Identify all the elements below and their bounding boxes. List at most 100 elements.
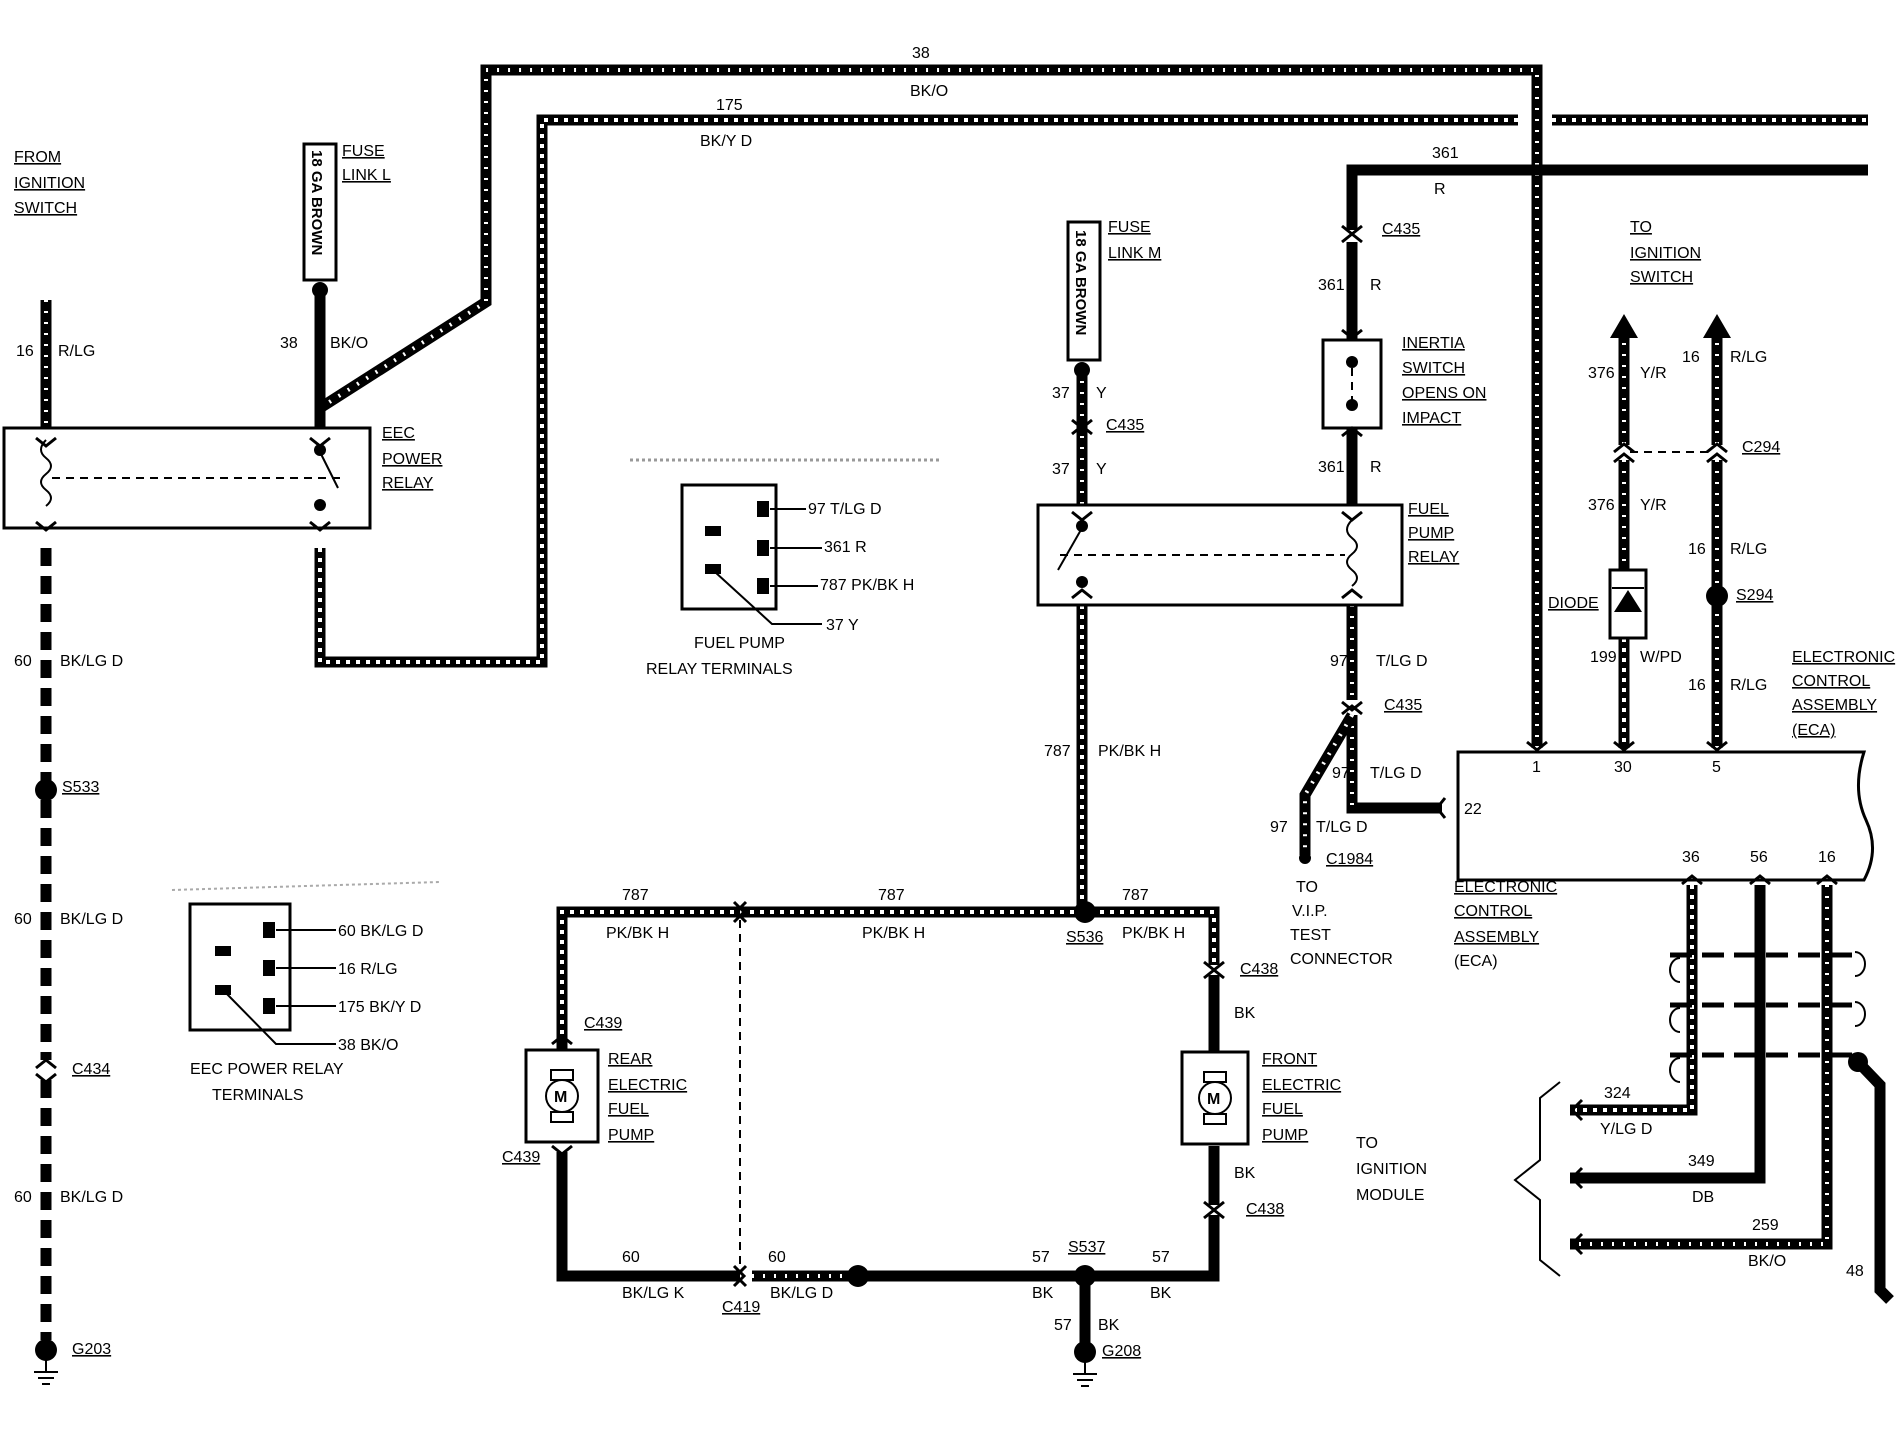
label-s533: S533 xyxy=(62,779,99,796)
label-60-a: 60 xyxy=(14,653,32,670)
label-y-b: Y xyxy=(1096,461,1107,478)
label-pkbkh-b: PK/BK H xyxy=(862,925,925,942)
label-rlg-rc: R/LG xyxy=(1730,677,1767,694)
fpr-term-3: 787 PK/BK H xyxy=(820,577,914,594)
diode xyxy=(1608,568,1648,640)
pin-22: 22 xyxy=(1464,801,1482,818)
label-199: 199 xyxy=(1590,649,1617,666)
label-yr-a: Y/R xyxy=(1640,365,1667,382)
splice-s294-dot xyxy=(1706,585,1728,607)
fpr-terms-title-1: FUEL PUMP xyxy=(694,635,785,652)
splice-s536-dot xyxy=(1074,901,1096,923)
eca-module xyxy=(1456,750,1875,882)
fpr-term-4: 37 Y xyxy=(826,617,859,634)
label-16-ra: 16 xyxy=(1682,349,1700,366)
label-fuse-l-gauge: 18 GA BROWN xyxy=(308,150,325,255)
label-97-b: 97 xyxy=(1332,765,1350,782)
wire-48 xyxy=(1854,1058,1894,1304)
label-bk-fp-b: BK xyxy=(1234,1165,1256,1182)
label-inertia-1: INERTIA xyxy=(1402,335,1465,352)
label-38-fuse: 38 xyxy=(280,335,298,352)
label-eec-1: EEC xyxy=(382,425,415,442)
fpr-terms-title-2: RELAY TERMINALS xyxy=(646,661,793,678)
label-324: 324 xyxy=(1604,1085,1631,1102)
eec-terms-title-2: TERMINALS xyxy=(212,1087,304,1104)
label-97-c: 97 xyxy=(1270,819,1288,836)
label-bko-fuse: BK/O xyxy=(330,335,368,352)
label-tlgd-b: T/LG D xyxy=(1370,765,1422,782)
label-16-left: 16 xyxy=(16,343,34,360)
label-c435-b: C435 xyxy=(1382,221,1420,238)
fuse-link-m xyxy=(1066,220,1102,378)
label-g203: G203 xyxy=(72,1341,111,1358)
label-eca-bottom-2: CONTROL xyxy=(1454,903,1532,920)
label-from-ignition-2: IGNITION xyxy=(14,175,85,192)
wire-57-bk xyxy=(858,1215,1220,1282)
label-c439-a: C439 xyxy=(584,1015,622,1032)
rear-electric-fuel-pump xyxy=(524,1048,600,1144)
label-front-1: FRONT xyxy=(1262,1051,1317,1068)
label-60-b: 60 xyxy=(14,911,32,928)
wire-97-t-lg-d xyxy=(1299,605,1442,855)
fuel-pump-relay-terminals-inset xyxy=(630,458,940,625)
label-to-ign-mod-1: TO xyxy=(1356,1135,1378,1152)
c1984-dot xyxy=(1299,852,1311,864)
shield-dashes xyxy=(1669,951,1866,1083)
label-rear-3: FUEL xyxy=(608,1101,649,1118)
ground-g203-icon xyxy=(34,1339,58,1385)
label-vip-3: TEST xyxy=(1290,927,1331,944)
label-front-3: FUEL xyxy=(1262,1101,1303,1118)
label-to-ign-sw-1: TO xyxy=(1630,219,1652,236)
label-eca-top-2: CONTROL xyxy=(1792,673,1870,690)
label-c435-c: C435 xyxy=(1384,697,1422,714)
label-to-ign-sw-3: SWITCH xyxy=(1630,269,1693,286)
ground-g208-icon xyxy=(1073,1341,1097,1387)
label-wpd: W/PD xyxy=(1640,649,1682,666)
label-eca-bottom-1: ELECTRONIC xyxy=(1454,879,1557,896)
label-57-a: 57 xyxy=(1032,1249,1050,1266)
label-pkbkh-vert: PK/BK H xyxy=(1098,743,1161,760)
label-top-r: R xyxy=(1434,181,1446,198)
label-c434: C434 xyxy=(72,1061,110,1078)
label-inertia-3: OPENS ON xyxy=(1402,385,1486,402)
label-60-c: 60 xyxy=(14,1189,32,1206)
label-to-ign-mod-2: IGNITION xyxy=(1356,1161,1427,1178)
label-from-ignition-3: SWITCH xyxy=(14,200,77,217)
pin-1: 1 xyxy=(1532,759,1541,776)
front-electric-fuel-pump xyxy=(1180,1050,1250,1146)
label-bklgd-e: BK/LG D xyxy=(770,1285,833,1302)
fpr-term-1: 97 T/LG D xyxy=(808,501,882,518)
label-eca-top-1: ELECTRONIC xyxy=(1792,649,1895,666)
label-376-a: 376 xyxy=(1588,365,1615,382)
label-r-a: R xyxy=(1370,277,1382,294)
label-bklgd-c: BK/LG D xyxy=(60,1189,123,1206)
label-bklgk: BK/LG K xyxy=(622,1285,685,1302)
label-top-38: 38 xyxy=(912,45,930,62)
label-eca-bottom-3: ASSEMBLY xyxy=(1454,929,1539,946)
label-787-b: 787 xyxy=(878,887,905,904)
eec-term-2: 16 R/LG xyxy=(338,961,398,978)
label-fuse-m-2: LINK M xyxy=(1108,245,1161,262)
label-rear-1: REAR xyxy=(608,1051,652,1068)
label-front-2: ELECTRIC xyxy=(1262,1077,1341,1094)
splice-s533-dot xyxy=(35,779,57,801)
label-c435-a: C435 xyxy=(1106,417,1144,434)
wire-361-r xyxy=(1346,164,1868,230)
label-pkbkh-c: PK/BK H xyxy=(1122,925,1185,942)
label-48: 48 xyxy=(1846,1263,1864,1280)
label-to-ign-mod-3: MODULE xyxy=(1356,1187,1424,1204)
pin-5: 5 xyxy=(1712,759,1721,776)
label-787-c: 787 xyxy=(1122,887,1149,904)
label-bk-fp-a: BK xyxy=(1234,1005,1256,1022)
label-yr-b: Y/R xyxy=(1640,497,1667,514)
eec-power-relay xyxy=(2,426,372,530)
label-c439-b: C439 xyxy=(502,1149,540,1166)
label-fuse-m-gauge: 18 GA BROWN xyxy=(1072,230,1089,335)
label-rlg-left: R/LG xyxy=(58,343,95,360)
label-c438-b: C438 xyxy=(1246,1201,1284,1218)
label-rlg-ra: R/LG xyxy=(1730,349,1767,366)
label-60-d: 60 xyxy=(622,1249,640,1266)
label-c419: C419 xyxy=(722,1299,760,1316)
label-361-a: 361 xyxy=(1318,277,1345,294)
motor-front-label: M xyxy=(1207,1091,1220,1108)
